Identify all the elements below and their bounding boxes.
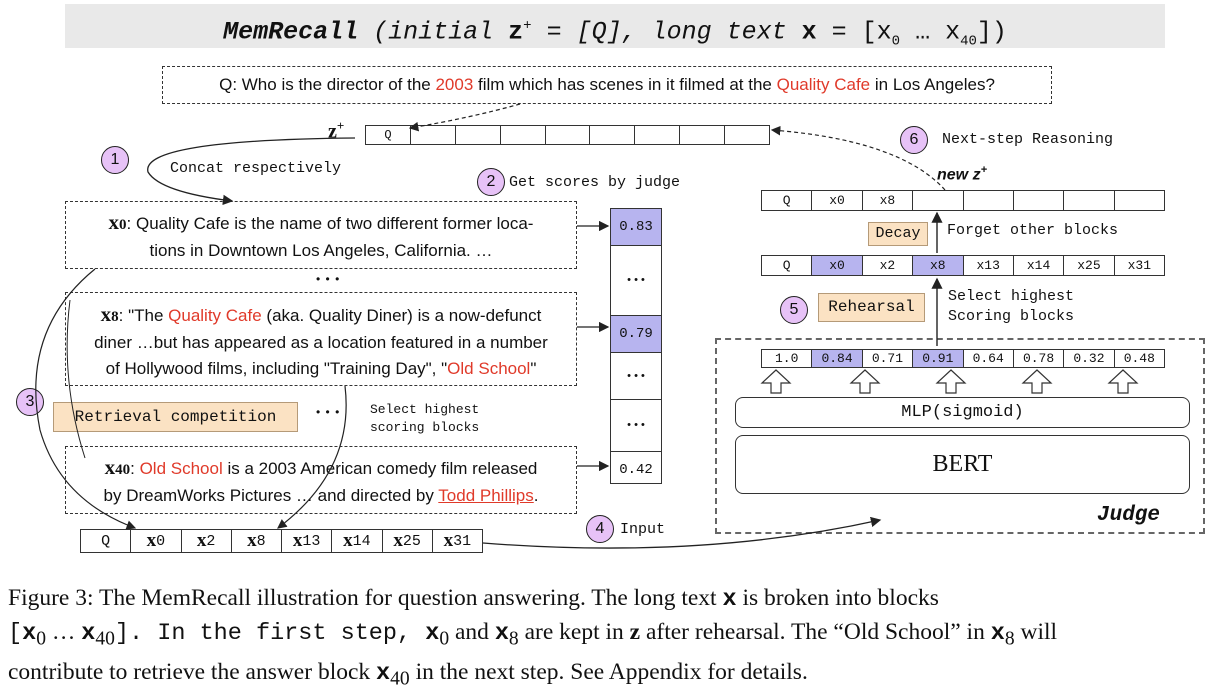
score-x8: 0.79 bbox=[611, 316, 661, 353]
input-cell: Q bbox=[81, 530, 132, 552]
zplus-cell bbox=[501, 126, 546, 144]
rehearsal-box: Rehearsal bbox=[818, 293, 925, 322]
step-1-label: Concat respectively bbox=[170, 160, 342, 177]
decay-box: Decay bbox=[868, 222, 928, 246]
new-z-cell bbox=[1014, 191, 1065, 210]
block-x8: x8: "The Quality Cafe (aka. Quality Dine… bbox=[65, 292, 577, 386]
judge-score-cell: 0.91 bbox=[913, 350, 964, 367]
title-bar bbox=[65, 4, 1165, 48]
step-6-label: Next-step Reasoning bbox=[942, 131, 1114, 148]
score-x0: 0.83 bbox=[611, 209, 661, 246]
judge-title: Judge bbox=[1097, 504, 1161, 527]
decay-note: Forget other blocks bbox=[947, 222, 1119, 239]
new-z-cell bbox=[1115, 191, 1164, 210]
mlp-box: MLP(sigmoid) bbox=[735, 397, 1190, 428]
zplus-cell bbox=[635, 126, 681, 144]
step-5-badge: 5 bbox=[780, 296, 808, 324]
zplus-cell bbox=[680, 126, 726, 144]
new-z-cell: x8 bbox=[863, 191, 914, 210]
new-z-cell bbox=[1064, 191, 1115, 210]
question-box: Q: Who is the director of the 2003 film … bbox=[162, 66, 1052, 104]
zplus-row: Q bbox=[365, 125, 770, 145]
step-1-badge: 1 bbox=[101, 146, 129, 174]
judge-score-cell: 0.48 bbox=[1123, 351, 1155, 366]
zplus-cell bbox=[411, 126, 456, 144]
block-x40: x40: Old School is a 2003 American comed… bbox=[65, 446, 577, 514]
rehearsal-cell: x2 bbox=[863, 256, 914, 275]
rehearsal-cell: x8 bbox=[913, 256, 964, 275]
zplus-cell: Q bbox=[366, 126, 411, 144]
score-dots-2: • • • bbox=[611, 353, 661, 400]
rehearsal-cell: x13 bbox=[964, 256, 1014, 275]
new-z-label: new z+ bbox=[937, 164, 987, 184]
judge-score-cell: 0.71 bbox=[863, 350, 914, 367]
block-x0: x0: Quality Cafe is the name of two diff… bbox=[65, 201, 577, 269]
new-z-cell: x0 bbox=[812, 191, 863, 210]
judge-score-cell: 0.84 bbox=[812, 350, 863, 367]
new-z-cell bbox=[913, 191, 964, 210]
judge-container bbox=[715, 338, 1205, 534]
score-column: 0.83 • • • 0.79 • • • • • • 0.42 bbox=[610, 208, 662, 484]
zplus-label: z+ bbox=[328, 118, 345, 143]
judge-score-cell: 0.32 bbox=[1064, 350, 1115, 367]
new-z-cell bbox=[964, 191, 1014, 210]
step-4-label: Input bbox=[620, 521, 666, 538]
zplus-cell bbox=[725, 126, 769, 144]
rehearsal-cell: x0 bbox=[812, 256, 863, 275]
zplus-cell bbox=[456, 126, 501, 144]
step-2-badge: 2 bbox=[477, 168, 505, 196]
score-dots-1: • • • bbox=[611, 246, 661, 316]
rehearsal-cell: Q bbox=[762, 256, 813, 275]
rehearsal-cell: x14 bbox=[1014, 256, 1065, 275]
new-z-cell: Q bbox=[762, 191, 813, 210]
rehearsal-cell: x25 bbox=[1064, 256, 1115, 275]
dots-between-blocks: • • • bbox=[316, 272, 341, 286]
step-2-label: Get scores by judge bbox=[509, 174, 681, 191]
step-3-badge: 3 bbox=[16, 388, 44, 416]
zplus-cell bbox=[590, 126, 636, 144]
judge-score-cell: 0.78 bbox=[1014, 350, 1065, 367]
step-6-badge: 6 bbox=[900, 126, 928, 154]
figure-title: MemRecall (initial z+ = [Q], long text x… bbox=[223, 17, 1007, 50]
rehearsal-cell: x31 bbox=[1127, 258, 1152, 273]
zplus-cell bbox=[546, 126, 591, 144]
figure-caption: Figure 3: The MemRecall illustration for… bbox=[8, 585, 1058, 690]
retrieval-competition-box: Retrieval competition bbox=[53, 402, 298, 432]
score-dots-3: • • • bbox=[611, 400, 661, 452]
score-x40: 0.42 bbox=[619, 462, 653, 478]
step-4-badge: 4 bbox=[586, 515, 614, 543]
mid-dots: • • • bbox=[316, 405, 341, 419]
bert-box: BERT bbox=[735, 435, 1190, 494]
judge-score-cell: 1.0 bbox=[762, 350, 813, 367]
judge-score-cell: 0.64 bbox=[964, 350, 1014, 367]
